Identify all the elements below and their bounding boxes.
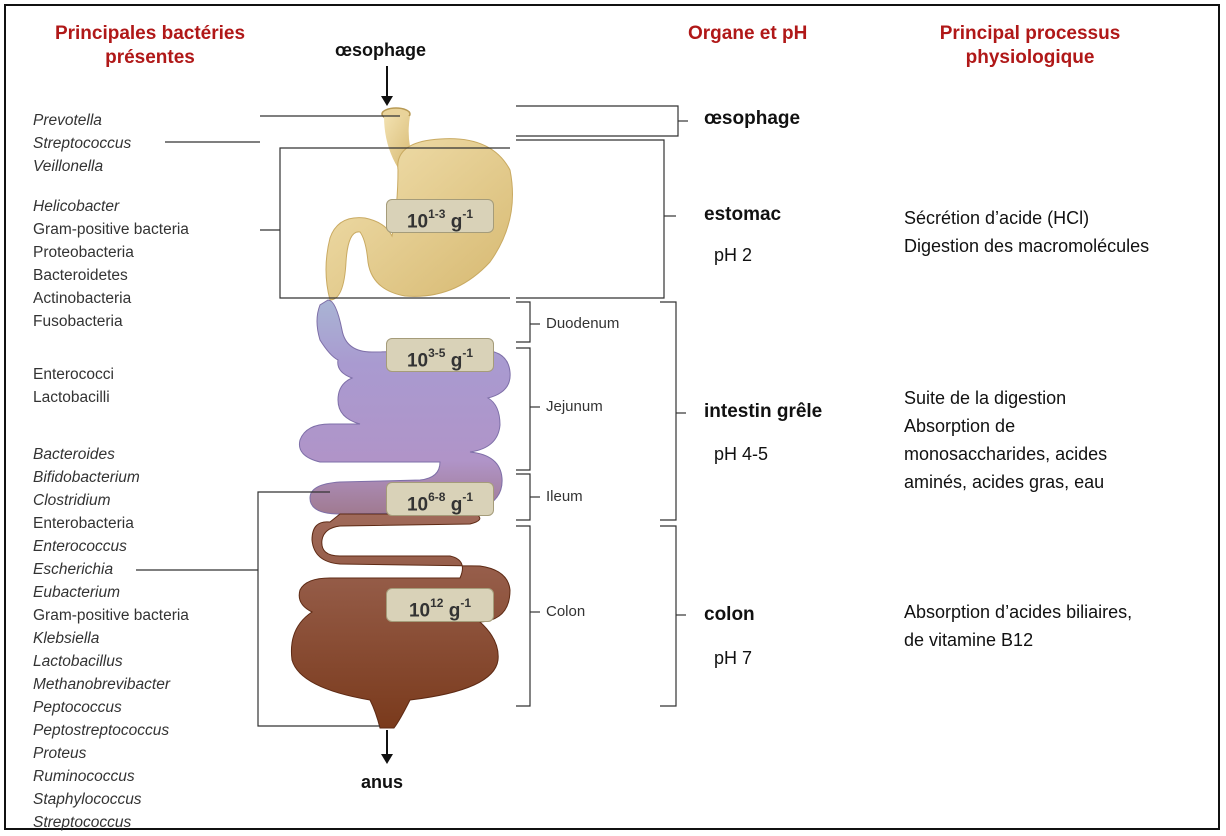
segment-colon: Colon xyxy=(546,603,585,620)
bacteria-name: Enterobacteria xyxy=(33,512,189,535)
bacteria-name: Fusobacteria xyxy=(33,310,189,333)
bacteria-name: Proteobacteria xyxy=(33,241,189,264)
bacteria-name: Peptococcus xyxy=(33,696,189,719)
bacteria-name: Klebsiella xyxy=(33,627,189,650)
bacteria-name: Proteus xyxy=(33,742,189,765)
process-colon: Absorption d’acides biliaires, de vitami… xyxy=(904,598,1132,654)
organ-esophagus: œsophage xyxy=(704,108,800,130)
anus-label: anus xyxy=(361,772,403,793)
bacteria-name: Gram-positive bacteria xyxy=(33,218,189,241)
process-line: Digestion des macromolécules xyxy=(904,232,1149,260)
density-badge-stomach: 101-3 g-1 xyxy=(386,199,494,233)
header-bacteria: Principales bactéries présentes xyxy=(30,22,270,70)
bacteria-name: Lactobacillus xyxy=(33,650,189,673)
density-badge-colon: 1012 g-1 xyxy=(386,588,494,622)
organ-stomach: estomac xyxy=(704,204,781,226)
header-process: Principal processus physiologique xyxy=(920,22,1140,70)
bacteria-name: Eubacterium xyxy=(33,581,189,604)
process-line: Suite de la digestion xyxy=(904,384,1107,412)
ph-colon: pH 7 xyxy=(714,648,752,669)
bacteria-name: Actinobacteria xyxy=(33,287,189,310)
bacteria-group-3: Enterococci Lactobacilli xyxy=(33,363,114,409)
ph-stomach: pH 2 xyxy=(714,245,752,266)
bacteria-name: Bifidobacterium xyxy=(33,466,189,489)
bacteria-name: Gram-positive bacteria xyxy=(33,604,189,627)
bacteria-name: Bacteroides xyxy=(33,443,189,466)
bacteria-name: Enterococcus xyxy=(33,535,189,558)
process-line: de vitamine B12 xyxy=(904,626,1132,654)
bacteria-name: Peptostreptococcus xyxy=(33,719,189,742)
process-line: Absorption d’acides biliaires, xyxy=(904,598,1132,626)
bacteria-group-2: Helicobacter Gram-positive bacteria Prot… xyxy=(33,195,189,333)
density-badge-ileum: 106-8 g-1 xyxy=(386,482,494,516)
segment-duodenum: Duodenum xyxy=(546,315,619,332)
bacteria-name: Helicobacter xyxy=(33,195,189,218)
ph-small-intestine: pH 4-5 xyxy=(714,444,768,465)
bacteria-name: Prevotella xyxy=(33,109,131,132)
segment-ileum: Ileum xyxy=(546,488,583,505)
process-line: Absorption de xyxy=(904,412,1107,440)
organ-small-intestine: intestin grêle xyxy=(704,401,822,423)
process-small-intestine: Suite de la digestion Absorption de mono… xyxy=(904,384,1107,496)
bacteria-name: Veillonella xyxy=(33,155,131,178)
segment-jejunum: Jejunum xyxy=(546,398,603,415)
bacteria-name: Streptococcus xyxy=(33,811,189,834)
bacteria-group-1: Prevotella Streptococcus Veillonella xyxy=(33,109,131,178)
bacteria-group-4: Bacteroides Bifidobacterium Clostridium … xyxy=(33,443,189,834)
bacteria-name: Ruminococcus xyxy=(33,765,189,788)
bacteria-name: Escherichia xyxy=(33,558,189,581)
process-stomach: Sécrétion d’acide (HCl) Digestion des ma… xyxy=(904,204,1149,260)
bacteria-name: Staphylococcus xyxy=(33,788,189,811)
process-line: monosaccharides, acides xyxy=(904,440,1107,468)
header-organ-ph: Organe et pH xyxy=(688,22,848,46)
process-line: aminés, acides gras, eau xyxy=(904,468,1107,496)
bacteria-name: Streptococcus xyxy=(33,132,131,155)
organ-colon: colon xyxy=(704,604,755,626)
esophagus-label: œsophage xyxy=(335,40,426,61)
bacteria-name: Lactobacilli xyxy=(33,386,114,409)
density-badge-jejunum: 103-5 g-1 xyxy=(386,338,494,372)
bacteria-name: Bacteroidetes xyxy=(33,264,189,287)
bacteria-name: Clostridium xyxy=(33,489,189,512)
process-line: Sécrétion d’acide (HCl) xyxy=(904,204,1149,232)
bacteria-name: Methanobrevibacter xyxy=(33,673,189,696)
bacteria-name: Enterococci xyxy=(33,363,114,386)
